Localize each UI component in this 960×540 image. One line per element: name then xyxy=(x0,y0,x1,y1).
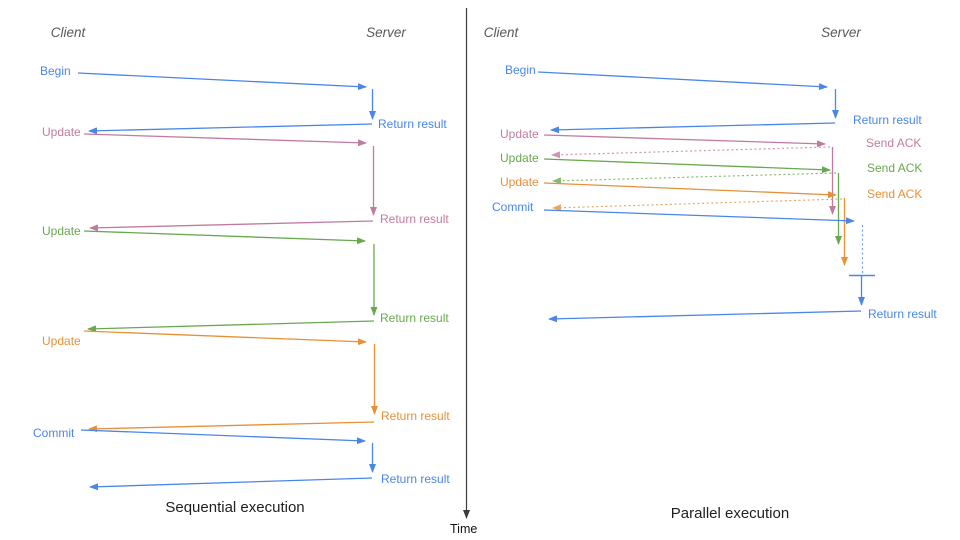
left-commit-request-arrow xyxy=(80,429,376,473)
right-update2-label: Update xyxy=(500,151,539,165)
right-ack2-label: Send ACK xyxy=(867,161,923,175)
left-return1-label: Return result xyxy=(378,117,447,131)
left-update2-label: Update xyxy=(42,224,81,238)
left-commit-label: Commit xyxy=(33,426,75,440)
right-client-header: Client xyxy=(483,25,519,40)
right-commit-label: Commit xyxy=(492,200,534,214)
right-update1-label: Update xyxy=(500,127,539,141)
left-update3-return-arrow xyxy=(88,421,375,433)
left-begin-request-arrow xyxy=(77,72,376,120)
right-ack1-label: Send ACK xyxy=(866,136,922,150)
right-update3-ack-arrow xyxy=(552,198,843,212)
left-return3-label: Return result xyxy=(380,311,449,325)
right-return1-label: Return result xyxy=(853,113,922,127)
left-client-header: Client xyxy=(50,25,86,40)
left-update1-return-arrow xyxy=(89,220,374,232)
right-begin-label: Begin xyxy=(505,63,536,77)
left-update2-request-arrow xyxy=(83,230,378,316)
left-update2-return-arrow xyxy=(87,320,375,333)
right-update3-request-arrow xyxy=(543,182,848,266)
right-begin-request-arrow xyxy=(537,71,839,119)
right-server-header: Server xyxy=(821,25,861,40)
right-update1-request-arrow xyxy=(543,134,836,215)
left-update3-request-arrow xyxy=(83,330,378,415)
right-begin-return-arrow xyxy=(550,122,836,134)
left-update1-label: Update xyxy=(42,125,81,139)
right-update2-request-arrow xyxy=(543,158,842,245)
right-commit-request-arrow xyxy=(543,209,875,306)
left-update3-label: Update xyxy=(42,334,81,348)
left-update1-request-arrow xyxy=(83,133,377,216)
right-update3-label: Update xyxy=(500,175,539,189)
right-diagram-title: Parallel execution xyxy=(670,505,790,522)
time-axis-label: Time xyxy=(450,522,478,536)
right-ack3-label: Send ACK xyxy=(867,187,923,201)
left-server-header: Server xyxy=(366,25,406,40)
left-begin-label: Begin xyxy=(40,64,71,78)
left-return2-label: Return result xyxy=(380,212,449,226)
right-commit-return-arrow xyxy=(548,310,862,323)
left-begin-return-arrow xyxy=(88,123,373,135)
left-diagram-title: Sequential execution xyxy=(165,499,305,516)
right-return2-label: Return result xyxy=(868,307,937,321)
left-commit-return-arrow xyxy=(89,477,373,491)
left-return5-label: Return result xyxy=(381,472,450,486)
right-update1-ack-arrow xyxy=(551,146,831,159)
left-return4-label: Return result xyxy=(381,409,450,423)
right-update2-ack-arrow xyxy=(552,172,837,185)
